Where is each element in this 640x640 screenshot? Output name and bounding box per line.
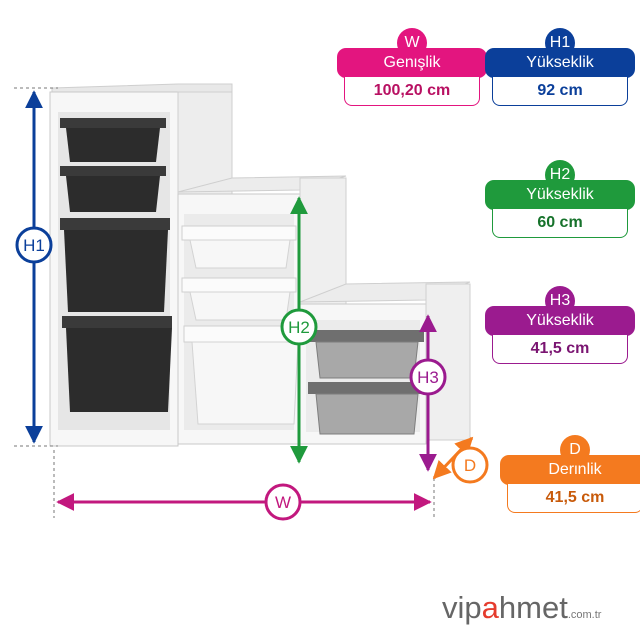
height-h3-card: Yükseklik 41,5 cm H3 [485,286,635,364]
height-h2-card-value: 60 cm [492,209,628,238]
height-h3-card-value: 41,5 cm [492,335,628,364]
white-bin [181,225,297,269]
height-h3-card-badge: H3 [545,286,575,316]
dark-bin [60,166,166,212]
h1-dimension-label: H1 [23,236,45,255]
brand-part-1: vip [442,590,482,625]
height-h1-card: Yükseklik 92 cm H1 [485,28,635,106]
height-h2-card: Yükseklik 60 cm H2 [485,160,635,238]
white-bin [181,277,297,321]
width-card-badge: W [397,28,427,58]
gray-bin [308,330,424,379]
dark-bin [62,316,172,412]
height-h1-card-badge: H1 [545,28,575,58]
h2-dimension-label: H2 [288,318,310,337]
short-unit [299,281,471,445]
brand-logo: vipahmet.com.tr [442,590,601,626]
middle-unit [177,175,347,445]
width-card-value: 100,20 cm [344,77,480,106]
brand-part-3: hmet [498,590,568,625]
depth-card-badge: D [560,435,590,465]
depth-card: Derinlik 41,5 cm D [500,435,640,513]
depth-card-value: 41,5 cm [507,484,640,513]
gray-bin [308,382,424,435]
width-card: Genişlik 100,20 cm W [337,28,487,106]
brand-tld: .com.tr [567,609,602,621]
height-h2-card-badge: H2 [545,160,575,190]
brand-part-2: a [481,590,499,625]
dark-bin [60,218,170,312]
d-dimension-label: D [464,456,476,475]
white-bin [183,325,301,425]
w-dimension-label: W [275,493,291,512]
dark-bin [60,118,166,162]
h3-dimension-label: H3 [417,368,439,387]
height-h1-card-value: 92 cm [492,77,628,106]
